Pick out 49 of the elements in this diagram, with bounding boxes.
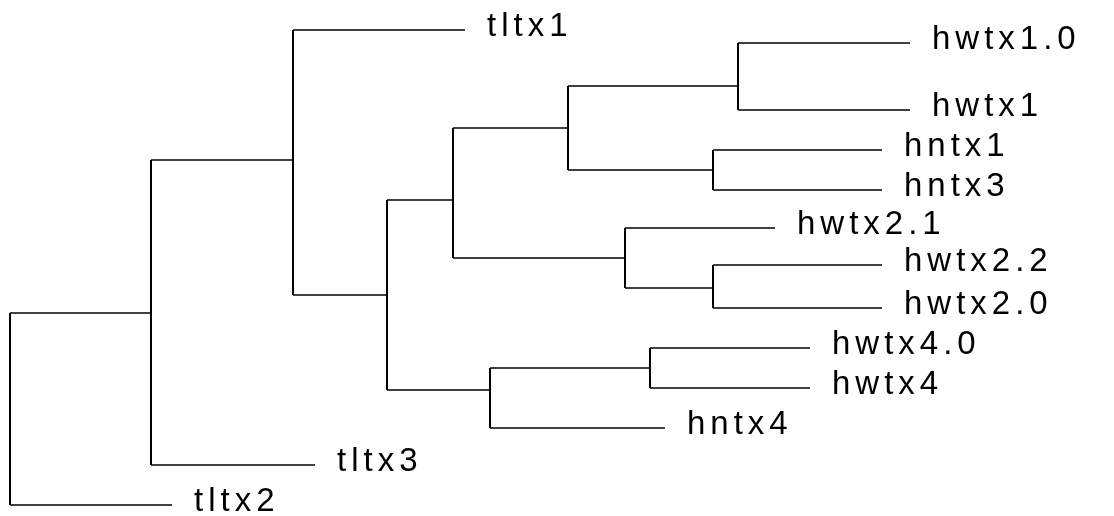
taxon-label: tltx1	[465, 7, 573, 43]
branch-line	[292, 29, 466, 31]
branch-line	[649, 387, 811, 389]
clade-line	[624, 228, 626, 288]
clade-line	[386, 200, 388, 390]
branch-line	[386, 199, 454, 201]
branch-line	[567, 169, 714, 171]
taxon-label: hwtx2.1	[775, 205, 946, 241]
branch-line	[452, 257, 626, 259]
taxon-label: tltx3	[315, 442, 423, 478]
taxon-label: hntx4	[665, 405, 793, 441]
branch-line	[9, 504, 173, 506]
branch-line	[649, 347, 811, 349]
branch-line	[737, 109, 911, 111]
taxon-label: tltx2	[172, 482, 280, 516]
clade-line	[567, 86, 569, 170]
taxon-label: hwtx1	[910, 87, 1044, 123]
branch-line	[386, 389, 491, 391]
taxon-label: hwtx2.0	[882, 285, 1053, 321]
branch-line	[489, 367, 651, 369]
branch-line	[712, 149, 883, 151]
clade-line	[150, 160, 152, 465]
branch-line	[712, 307, 883, 309]
branch-line	[624, 287, 714, 289]
taxon-label: hwtx1.0	[910, 20, 1081, 56]
taxon-label: hntx3	[882, 167, 1010, 203]
branch-line	[712, 189, 883, 191]
branch-line	[489, 427, 666, 429]
branch-line	[150, 464, 316, 466]
branch-line	[9, 312, 152, 314]
clade-line	[9, 313, 11, 505]
branch-line	[737, 42, 911, 44]
clade-line	[649, 348, 651, 388]
taxon-label: hwtx4	[810, 365, 944, 401]
taxon-label: hwtx4.0	[810, 325, 981, 361]
clade-line	[452, 128, 454, 258]
taxon-label: hntx1	[882, 127, 1010, 163]
clade-line	[712, 150, 714, 190]
clade-line	[737, 43, 739, 110]
clade-line	[489, 368, 491, 428]
branch-line	[567, 85, 739, 87]
clade-line	[712, 265, 714, 308]
branch-line	[452, 127, 569, 129]
taxon-label: hwtx2.2	[882, 242, 1053, 278]
branch-line	[624, 227, 776, 229]
branch-line	[712, 264, 883, 266]
branch-line	[292, 294, 388, 296]
clade-line	[292, 30, 294, 295]
branch-line	[150, 159, 294, 161]
